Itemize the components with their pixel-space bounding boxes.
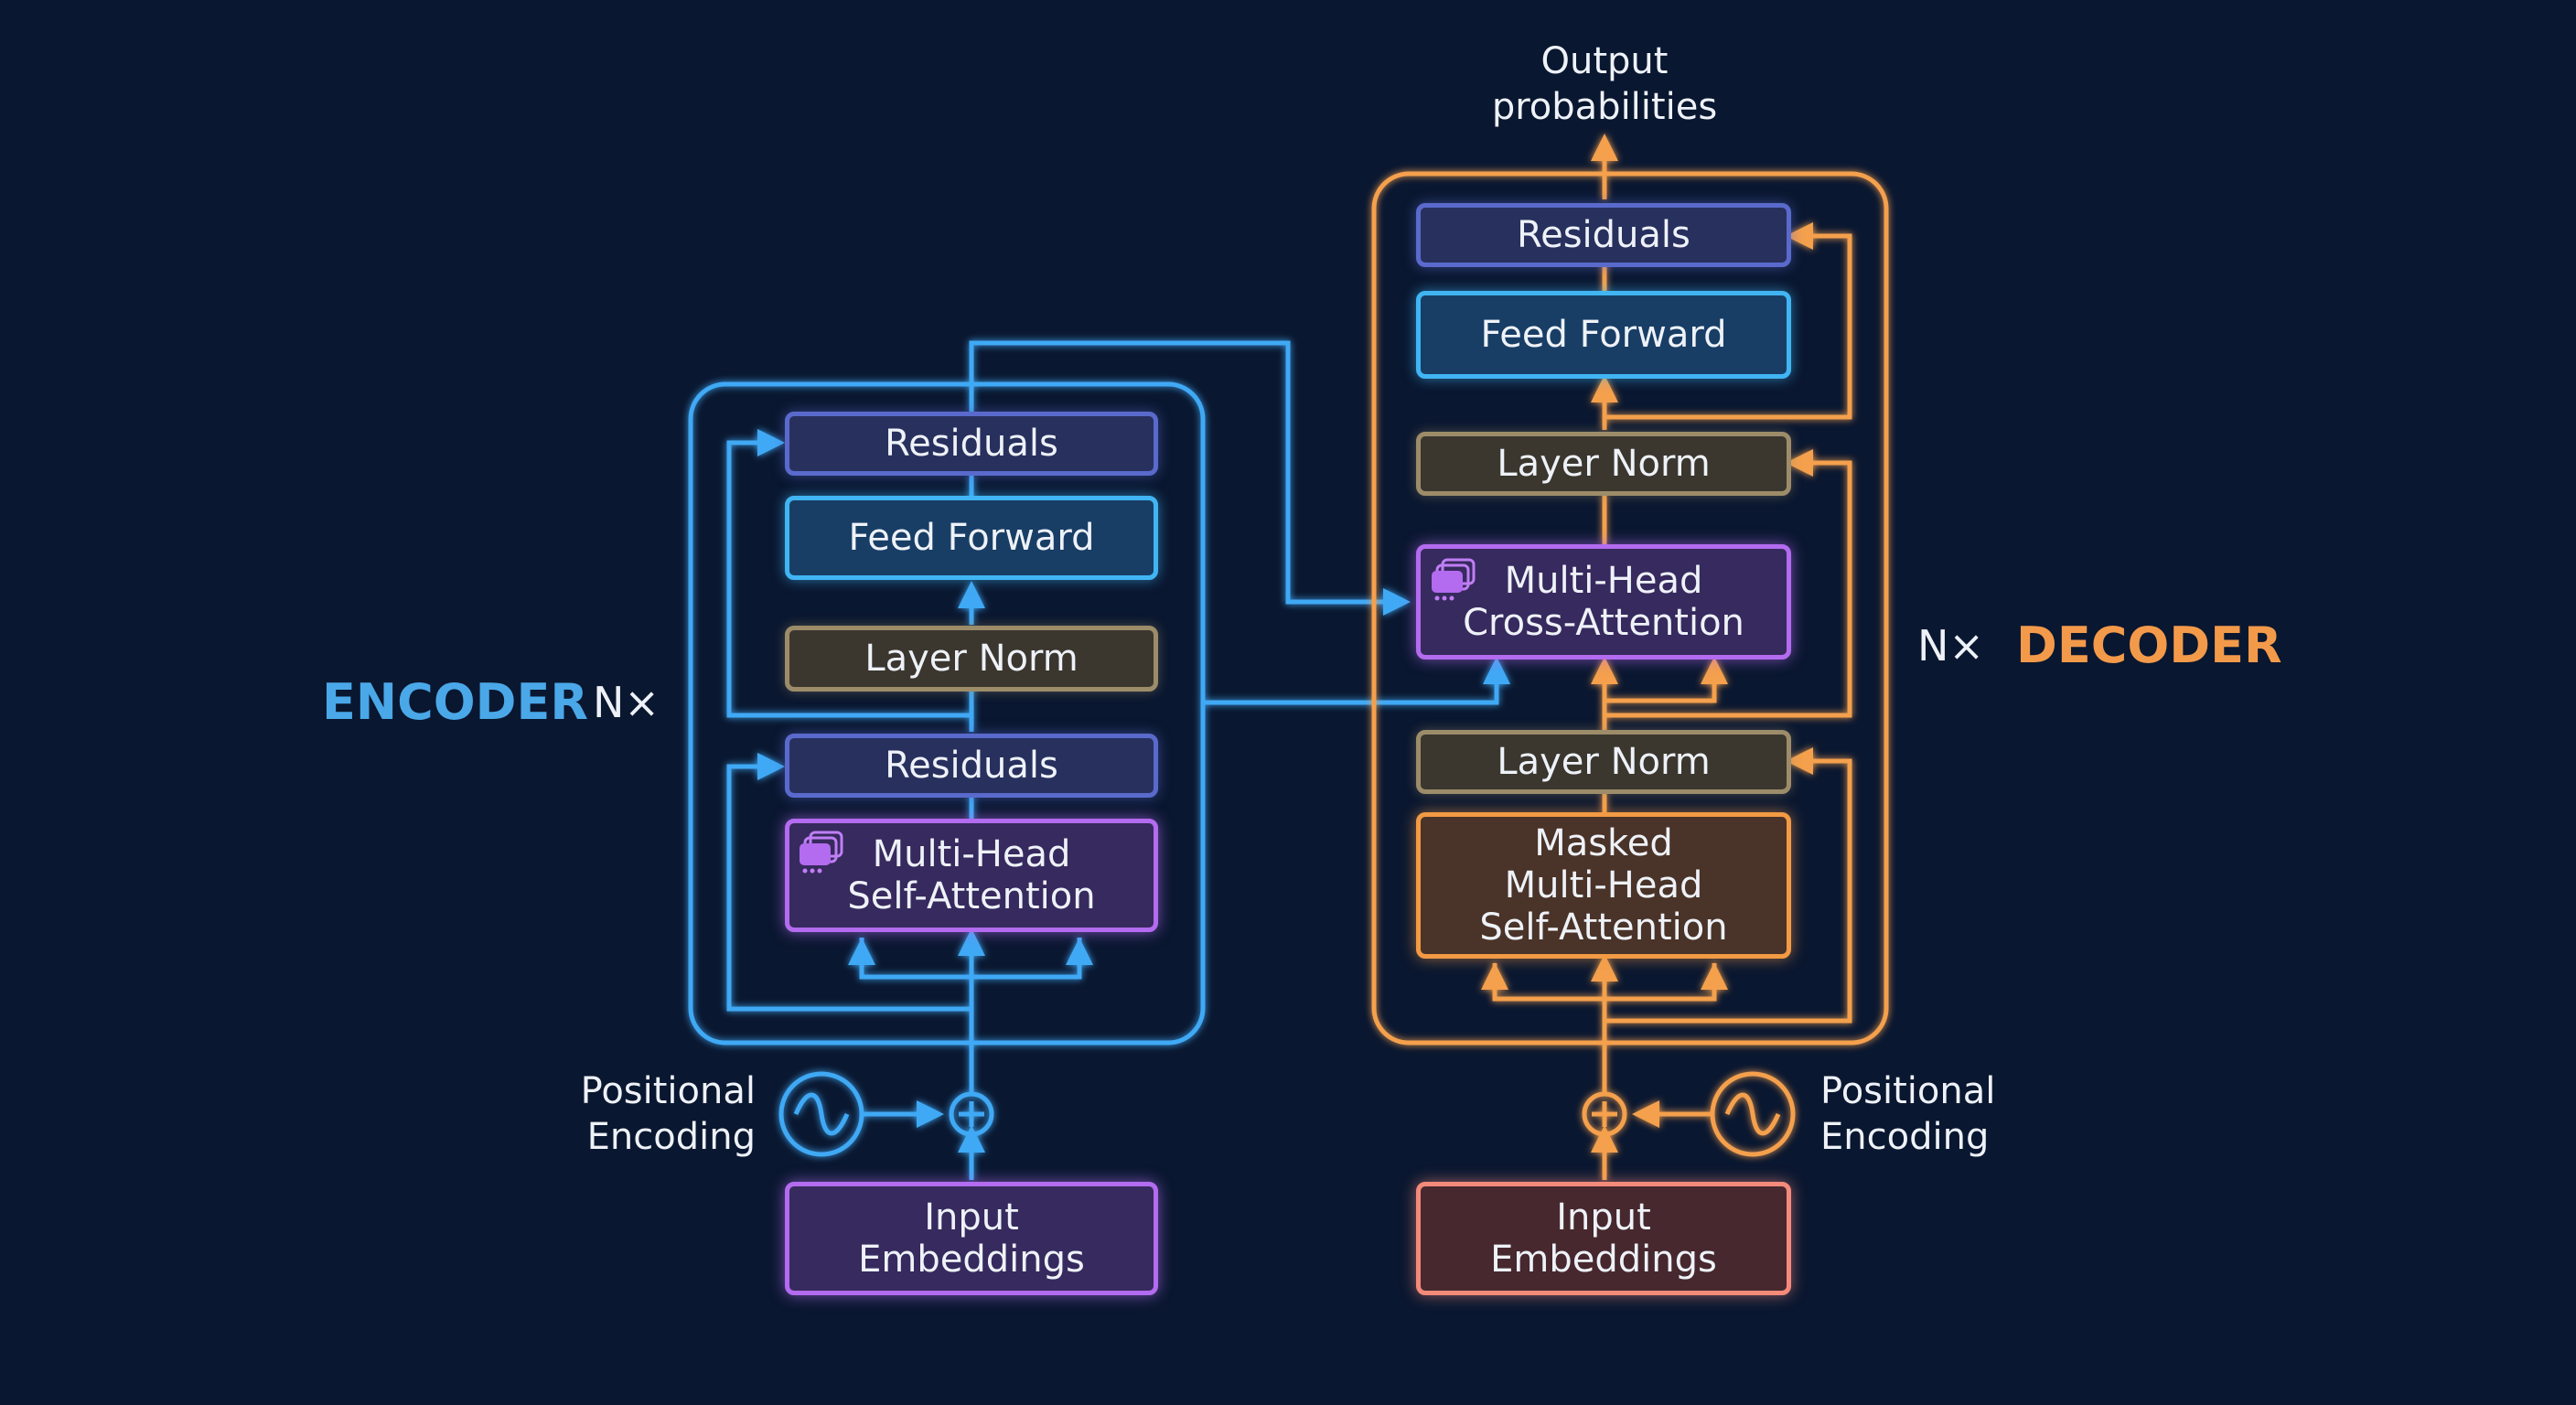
encoder-frame [688,381,1206,1046]
decoder-add-node [1582,1091,1627,1137]
decoder-layer-norm-bottom: Layer Norm [1416,730,1791,794]
encoder-repeat: N× [593,678,660,727]
decoder-title: DECODER [2016,617,2282,674]
decoder-cross-attention: Multi-Head Cross-Attention [1416,544,1791,660]
encoder-layer-norm: Layer Norm [785,626,1158,692]
decoder-positional-encoding-label: Positional Encoding [1820,1070,1996,1158]
decoder-wires [1371,134,1889,1180]
decoder-residuals: Residuals [1416,203,1791,267]
decoder-frame [1371,171,1889,1046]
encoder-input-embeddings: Input Embeddings [785,1182,1158,1295]
decoder-input-embeddings: Input Embeddings [1416,1182,1791,1295]
encoder-positional-encoding-label: Positional Encoding [580,1070,756,1158]
attention-heads-icon [1432,558,1476,601]
decoder-masked-self-attention: Masked Multi-Head Self-Attention [1416,812,1791,959]
decoder-feed-forward: Feed Forward [1416,291,1791,379]
encoder-self-attention: Multi-Head Self-Attention [785,819,1158,932]
decoder-repeat: N× [1917,621,1984,670]
output-probabilities-label: Output probabilities [1491,40,1718,128]
attention-heads-icon [800,831,843,874]
encoder-residuals-bottom: Residuals [785,734,1158,798]
encoder-residuals-top: Residuals [785,412,1158,476]
encoder-title: ENCODER [322,673,588,731]
encoder-add-node [949,1091,994,1137]
encoder-feed-forward: Feed Forward [785,496,1158,580]
decoder-layer-norm-top: Layer Norm [1416,432,1791,496]
